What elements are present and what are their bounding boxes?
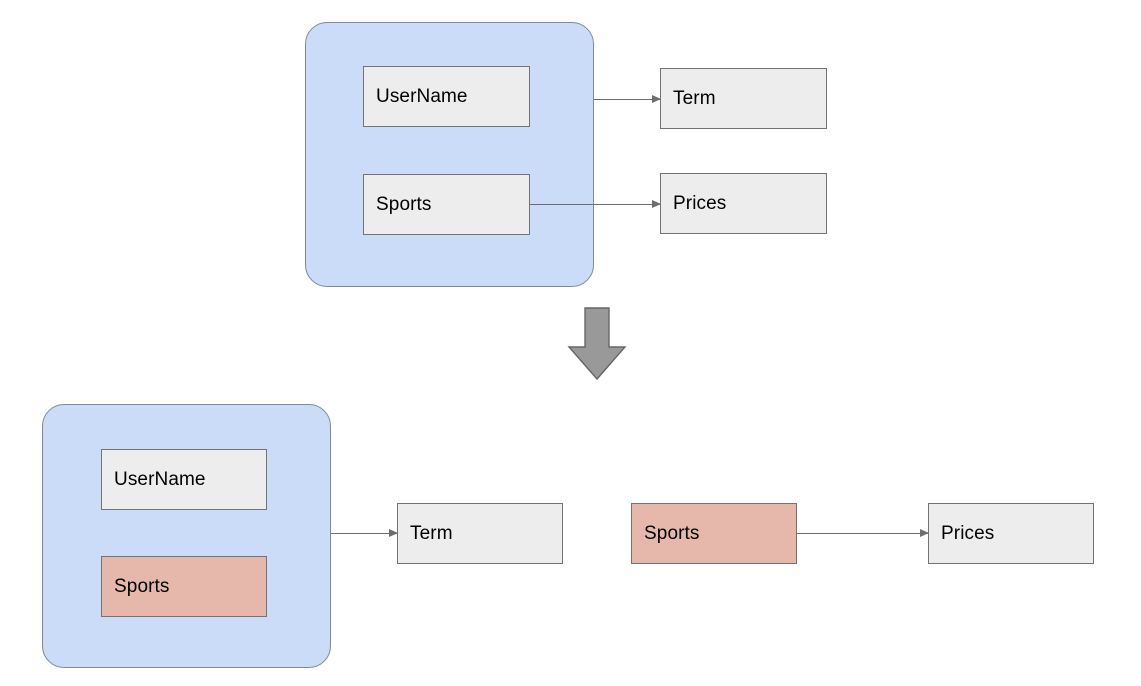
after-node-sports-inner[interactable]: Sports xyxy=(101,556,267,617)
before-node-term[interactable]: Term xyxy=(660,68,827,129)
before-edge-username-to-term xyxy=(594,95,661,103)
arrowhead-icon xyxy=(652,95,661,103)
after-group-container[interactable] xyxy=(42,404,331,668)
after-edge-sports-to-prices xyxy=(797,529,929,537)
down-block-arrow-icon xyxy=(567,307,627,381)
after-node-prices[interactable]: Prices xyxy=(928,503,1094,564)
before-node-sports[interactable]: Sports xyxy=(363,174,530,235)
before-node-username[interactable]: UserName xyxy=(363,66,530,127)
arrowhead-icon xyxy=(652,200,661,208)
arrowhead-icon xyxy=(920,529,929,537)
before-edge-sports-to-prices xyxy=(530,200,661,208)
before-group-container[interactable] xyxy=(305,22,594,287)
after-edge-group-to-term xyxy=(331,529,398,537)
after-node-sports-outer[interactable]: Sports xyxy=(631,503,797,564)
after-node-term[interactable]: Term xyxy=(397,503,563,564)
before-node-prices[interactable]: Prices xyxy=(660,173,827,234)
after-node-username[interactable]: UserName xyxy=(101,449,267,510)
arrowhead-icon xyxy=(389,529,398,537)
